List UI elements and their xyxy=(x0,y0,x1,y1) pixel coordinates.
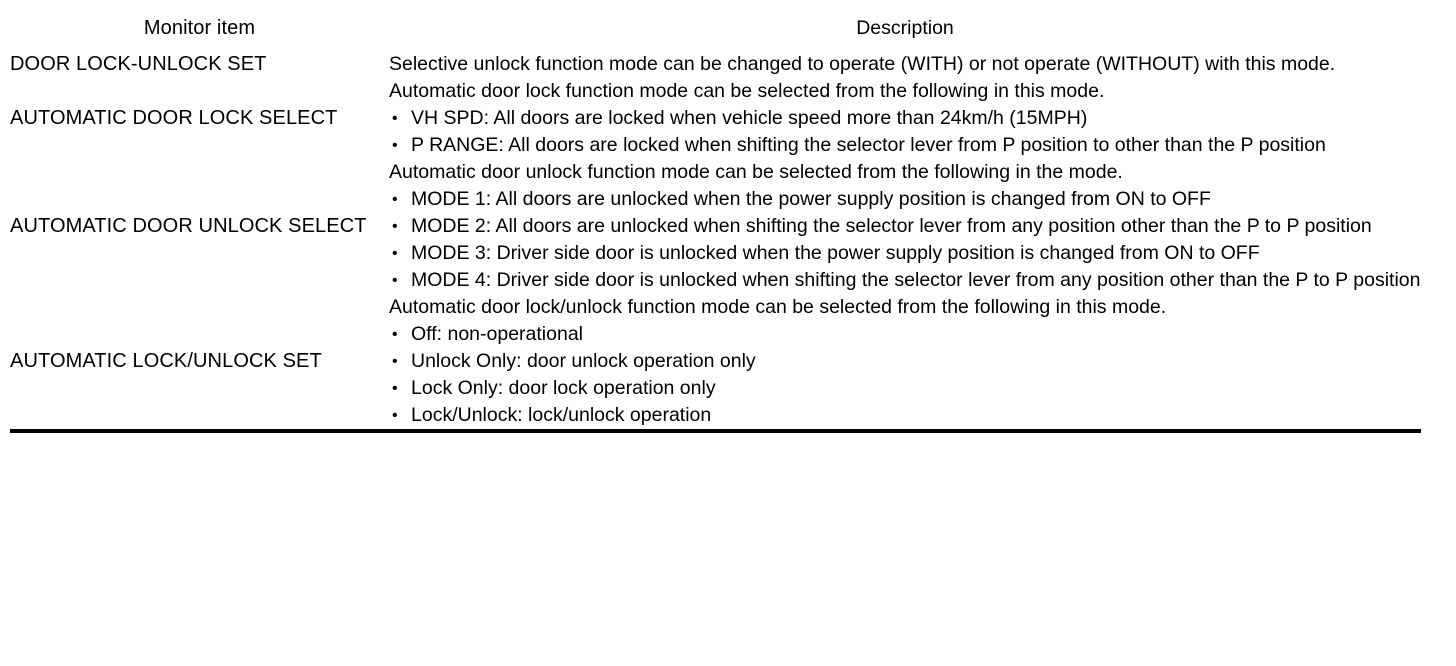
description-bullet-item: • MODE 1: All doors are unlocked when the… xyxy=(389,186,1421,213)
bullet-text: MODE 1: All doors are unlocked when the … xyxy=(411,188,1211,210)
description-lead-text: Automatic door unlock function mode can … xyxy=(389,161,1123,183)
bullet-dot-icon: • xyxy=(392,380,398,397)
bullet-dot-icon: • xyxy=(392,326,398,343)
description-cell: Automatic door unlock function mode can … xyxy=(389,159,1421,294)
column-header-monitor-item: Monitor item xyxy=(143,17,256,39)
bullet-dot-icon: • xyxy=(392,407,398,424)
bullet-dot-icon: • xyxy=(392,353,398,370)
monitor-item-cell: AUTOMATIC DOOR LOCK SELECT xyxy=(10,107,338,129)
monitor-item-description-table: Monitor item Description DOOR LOCK-UNLOC… xyxy=(10,6,1421,433)
bullet-dot-icon: • xyxy=(392,191,398,208)
table-row: DOOR LOCK-UNLOCK SET Selective unlock fun… xyxy=(10,51,1421,78)
bullet-text: MODE 4: Driver side door is unlocked whe… xyxy=(411,269,1421,291)
description-lead-text: Automatic door lock function mode can be… xyxy=(389,80,1105,102)
bullet-dot-icon: • xyxy=(392,218,398,235)
description-cell: Selective unlock function mode can be ch… xyxy=(389,51,1421,78)
bullet-dot-icon: • xyxy=(392,272,398,289)
bullet-dot-icon: • xyxy=(392,245,398,262)
monitor-item-cell: AUTOMATIC DOOR UNLOCK SELECT xyxy=(10,215,367,237)
description-bullet-item: • Off: non-operational xyxy=(389,321,1421,348)
description-bullet-item: • MODE 4: Driver side door is unlocked wh… xyxy=(389,267,1421,294)
table-header-row: Monitor item Description xyxy=(10,6,1421,51)
description-bullet-item: • Lock Only: door lock operation only xyxy=(389,375,1421,402)
bullet-text: VH SPD: All doors are locked when vehicl… xyxy=(411,107,1088,129)
description-lead-text: Selective unlock function mode can be ch… xyxy=(389,53,1336,75)
description-lead-text: Automatic door lock/unlock function mode… xyxy=(389,296,1167,318)
description-bullet-item: • VH SPD: All doors are locked when vehic… xyxy=(389,105,1421,132)
table-body: DOOR LOCK-UNLOCK SET Selective unlock fun… xyxy=(10,51,1421,433)
description-bullet-list: • VH SPD: All doors are locked when vehic… xyxy=(389,105,1421,159)
description-bullet-item: • Unlock Only: door unlock operation only xyxy=(389,348,1421,375)
column-header-description: Description xyxy=(856,17,954,39)
description-bullet-item: • P RANGE: All doors are locked when shif… xyxy=(389,132,1421,159)
bullet-text: MODE 3: Driver side door is unlocked whe… xyxy=(411,242,1260,264)
bullet-text: P RANGE: All doors are locked when shift… xyxy=(411,134,1326,156)
table-row: AUTOMATIC DOOR LOCK SELECT Automatic door… xyxy=(10,78,1421,159)
bullet-dot-icon: • xyxy=(392,137,398,154)
bullet-dot-icon: • xyxy=(392,110,398,127)
bullet-text: Off: non-operational xyxy=(411,323,584,345)
bullet-text: Unlock Only: door unlock operation only xyxy=(411,350,756,372)
monitor-item-cell: DOOR LOCK-UNLOCK SET xyxy=(10,53,267,75)
description-cell: Automatic door lock function mode can be… xyxy=(389,78,1421,159)
description-bullet-item: • MODE 3: Driver side door is unlocked wh… xyxy=(389,240,1421,267)
description-bullet-list: • Off: non-operational • Unlock Only: door … xyxy=(389,321,1421,429)
table-row: AUTOMATIC DOOR UNLOCK SELECT Automatic do… xyxy=(10,159,1421,294)
bullet-text: Lock Only: door lock operation only xyxy=(411,377,716,399)
description-cell: Automatic door lock/unlock function mode… xyxy=(389,294,1421,433)
description-bullet-item: • Lock/Unlock: lock/unlock operation xyxy=(389,402,1421,429)
bullet-text: Lock/Unlock: lock/unlock operation xyxy=(411,404,712,426)
description-bullet-item: • MODE 2: All doors are unlocked when shi… xyxy=(389,213,1421,240)
bullet-text: MODE 2: All doors are unlocked when shif… xyxy=(411,215,1372,237)
description-bullet-list: • MODE 1: All doors are unlocked when the… xyxy=(389,186,1421,294)
monitor-item-cell: AUTOMATIC LOCK/UNLOCK SET xyxy=(10,294,389,433)
table-header: Monitor item Description xyxy=(10,6,1421,51)
